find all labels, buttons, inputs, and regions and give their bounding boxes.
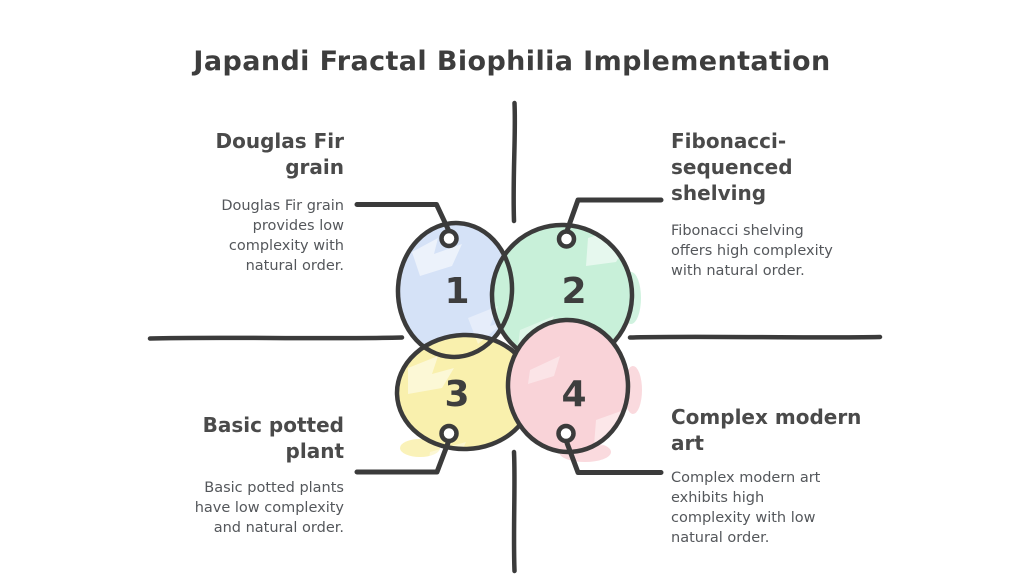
- connector-anchor-circle-3: [439, 423, 459, 444]
- quadrant-top-right-description: Fibonacci shelving offers high complexit…: [671, 223, 833, 279]
- quadrant-axes: [147, 100, 883, 574]
- quadrant-bottom-left-heading: Basic potted plant: [202, 413, 344, 463]
- connector-lines: [354, 197, 664, 475]
- connector-anchor-circle-4: [556, 423, 576, 444]
- diagram-title: Japandi Fractal Biophilia Implementation: [193, 46, 831, 77]
- brush-highlight: [586, 230, 628, 266]
- circle-3-number: 3: [444, 374, 469, 415]
- brush-highlight: [412, 238, 462, 276]
- circle-2-number: 2: [561, 271, 586, 312]
- connector-circle-4: [564, 440, 664, 475]
- quadrant-top-right-heading: Fibonacci- sequenced shelving: [671, 129, 793, 205]
- connector-circle-1: [354, 202, 451, 232]
- brush-highlight: [408, 356, 454, 394]
- quadrant-bottom-right-heading: Complex modern art: [671, 405, 862, 455]
- y-axis-top-segment: [511, 100, 518, 224]
- x-axis-left-segment: [147, 335, 405, 341]
- quadrant-top-left-description: Douglas Fir grain provides low complexit…: [221, 198, 344, 274]
- quadrant-bottom-right-description: Complex modern art exhibits high complex…: [671, 470, 821, 546]
- connector-anchor-circle-2: [556, 229, 577, 249]
- x-axis-right-segment: [627, 334, 883, 340]
- circle-fills: [397, 223, 641, 466]
- circle-1-number: 1: [444, 271, 469, 312]
- connector-anchor-circle-1: [439, 228, 459, 249]
- quadrant-bottom-left-description: Basic potted plants have low complexity …: [194, 480, 344, 536]
- connector-circle-3: [354, 440, 451, 475]
- brush-highlight: [528, 356, 560, 384]
- y-axis-bottom-segment: [511, 449, 517, 574]
- circle-1-outline: [395, 220, 515, 360]
- circle-4-group: [505, 317, 642, 462]
- circle-4-number: 4: [561, 374, 586, 415]
- circle-4-fill: [508, 320, 628, 452]
- connector-circle-2: [565, 197, 664, 232]
- quadrant-top-left-heading: Douglas Fir grain: [215, 129, 345, 179]
